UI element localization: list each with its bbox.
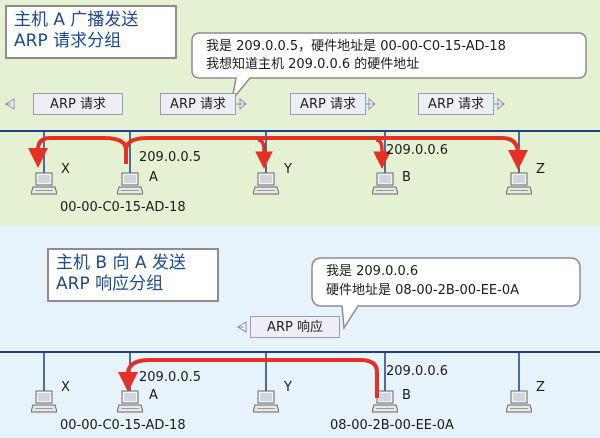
- host-y-computer-icon: [253, 172, 279, 195]
- host-b-ip: 209.0.0.6: [386, 143, 449, 158]
- host-b-ip: 209.0.0.6: [386, 364, 449, 379]
- request-callout-bubble: [191, 32, 587, 103]
- arp-request-packet: ARP 请求: [160, 93, 236, 115]
- response-callout-bubble: [311, 257, 581, 331]
- host-b-computer-icon: [372, 172, 398, 195]
- right-direction-icon: [494, 97, 505, 111]
- host-a-computer-icon: [117, 172, 143, 195]
- host-y-label: Y: [284, 162, 292, 177]
- request-title-line1: 主机 A 广播发送: [14, 10, 139, 30]
- host-a-computer-icon: [117, 390, 143, 413]
- host-x-label: X: [61, 380, 70, 395]
- host-x-label: X: [61, 162, 70, 177]
- right-direction-icon: [365, 97, 376, 111]
- host-y-label: Y: [284, 380, 292, 395]
- host-a-label: A: [149, 170, 158, 185]
- broadcast-arrow-to-y: [255, 138, 273, 169]
- host-z-computer-icon: [506, 172, 532, 195]
- response-title-box: 主机 B 向 A 发送 ARP 响应分组: [47, 248, 219, 302]
- request-title-box: 主机 A 广播发送 ARP 请求分组: [5, 5, 177, 59]
- host-y-computer-icon: [253, 390, 279, 413]
- response-callout-line2: 硬件地址是 08-00-2B-00-EE-0A: [326, 283, 519, 298]
- host-a-ip: 209.0.0.5: [139, 150, 202, 165]
- right-direction-icon: [236, 97, 247, 111]
- response-callout-line1: 我是 209.0.0.6: [326, 264, 419, 279]
- host-x-computer-icon: [31, 172, 57, 195]
- request-callout-line2: 我想知道主机 209.0.0.6 的硬件地址: [206, 57, 420, 72]
- response-title-line1: 主机 B 向 A 发送: [56, 253, 186, 273]
- host-a-ip: 209.0.0.5: [139, 370, 202, 385]
- arp-request-packet: ARP 请求: [33, 93, 123, 115]
- host-a-mac: 00-00-C0-15-AD-18: [60, 200, 186, 215]
- host-a-label: A: [149, 388, 158, 403]
- host-z-computer-icon: [506, 390, 532, 413]
- request-callout-line1: 我是 209.0.0.5，硬件地址是 00-00-C0-15-AD-18: [206, 39, 506, 54]
- host-a-mac: 00-00-C0-15-AD-18: [60, 418, 186, 433]
- host-b-mac: 08-00-2B-00-EE-0A: [330, 418, 454, 433]
- host-z-label: Z: [536, 380, 545, 395]
- host-z-label: Z: [536, 162, 545, 177]
- host-b-label: B: [402, 170, 411, 185]
- broadcast-arrow-to-x: [28, 136, 128, 168]
- arp-request-packet: ARP 请求: [418, 93, 494, 115]
- request-title-line2: ARP 请求分组: [14, 31, 122, 51]
- arp-request-packet: ARP 请求: [290, 93, 366, 115]
- broadcast-arrow-to-b: [373, 138, 391, 169]
- unicast-arrow-b-to-a: [118, 358, 379, 398]
- broadcast-arrow-to-z: [124, 136, 528, 170]
- response-title-line2: ARP 响应分组: [56, 274, 164, 294]
- host-b-label: B: [402, 388, 411, 403]
- arp-response-packet: ARP 响应: [250, 316, 340, 338]
- host-x-computer-icon: [31, 390, 57, 413]
